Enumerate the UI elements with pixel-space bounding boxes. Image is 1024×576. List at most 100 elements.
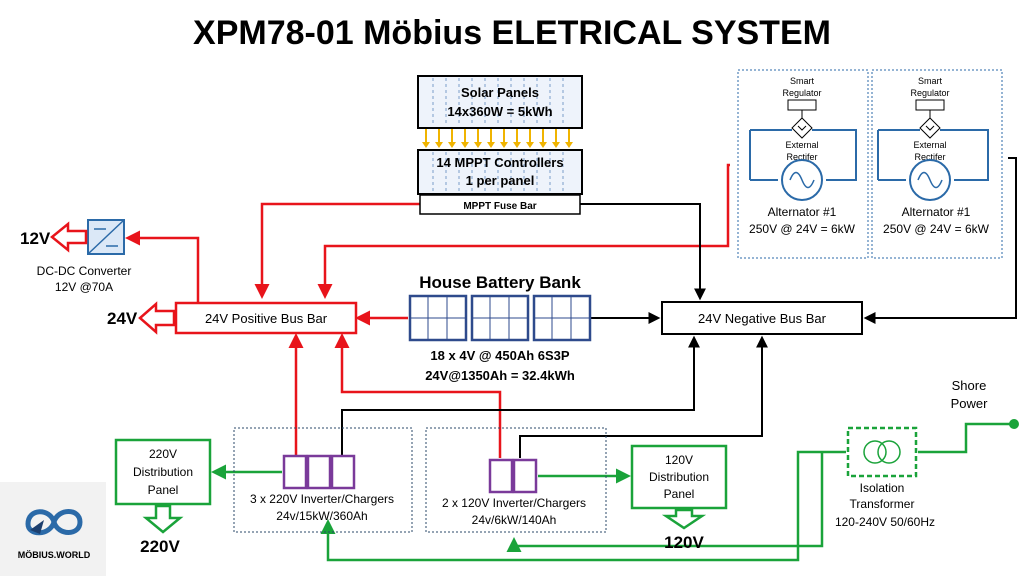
distribution-panel-120v-box <box>630 444 728 510</box>
alternator-to-negative-wire <box>863 157 1017 324</box>
shore-to-transformer-wire <box>918 422 1014 454</box>
inverter-220v-1 <box>282 454 308 490</box>
mppt-controllers-box <box>417 149 583 195</box>
page-title: XPM78-01 Möbius ELETRICAL SYSTEM <box>193 14 831 52</box>
alternator-1: Smart Regulator External Rectifer Altern… <box>737 69 869 259</box>
mppt-controllers: 14 MPPT Controllers 1 per panel MPPT Fus… <box>417 149 583 215</box>
alternator-2-rectifier-icon <box>919 117 941 139</box>
inverter-120v-1 <box>488 458 514 494</box>
positive-bus-bar: 24V 24V Positive Bus Bar <box>107 301 358 335</box>
panel-220v-output-arrow <box>142 504 184 534</box>
shore-power: Shore Power <box>951 378 989 411</box>
battery-bank-title: House Battery Bank <box>419 273 581 292</box>
shore-power-connector <box>1009 419 1019 429</box>
inverters-220v-rating: 24v/15kW/360Ah <box>276 509 367 523</box>
distribution-panel-120v-label: Distribution <box>649 470 709 484</box>
battery-bank-config: 18 x 4V @ 450Ah 6S3P <box>430 348 569 363</box>
solar-arrows <box>422 129 573 148</box>
mobius-logo: MÖBIUS.WORLD <box>0 482 106 576</box>
alternator-1-rectifier-icon <box>791 117 813 139</box>
mppt-controllers-sublabel: 1 per panel <box>466 173 535 188</box>
alternator-to-positive-wire <box>317 163 730 299</box>
positive-bus-box <box>174 301 358 335</box>
panel-220v-output-label: 220V <box>140 537 180 556</box>
distribution-panel-220v: 220V Distribution Panel 220V <box>114 438 212 556</box>
negative-bus-bar: 24V Negative Bus Bar <box>661 301 863 335</box>
inverters-120v: 2 x 120V Inverter/Chargers 24v/6kW/140Ah <box>425 427 607 533</box>
positive-bus-output-label: 24V <box>107 309 138 328</box>
mobius-logo-icon <box>25 509 83 536</box>
alternator-2-regulator <box>915 99 945 111</box>
inverter-220v-2 <box>306 454 332 490</box>
alternator-2-rectifier-label-2: Rectifer <box>914 152 945 162</box>
ac-wires <box>211 422 1014 562</box>
distribution-panel-120v-voltage: 120V <box>665 453 693 467</box>
inverter-120v-2 <box>512 458 538 494</box>
alternator-1-rating: 250V @ 24V = 6kW <box>749 222 856 236</box>
alternator-1-regulator-label: Smart <box>790 76 815 86</box>
alternator-2-rating: 250V @ 24V = 6kW <box>883 222 990 236</box>
solar-panels-capacity: 14x360W = 5kWh <box>447 104 552 119</box>
alternator-2-frame <box>871 69 1003 259</box>
panel-120v-output-arrow <box>661 508 707 530</box>
mppt-to-negative-wire <box>580 203 706 301</box>
alternator-2-name: Alternator #1 <box>902 205 971 219</box>
isolation-transformer-box <box>846 426 918 478</box>
inverter120-to-negative-wire <box>519 335 768 458</box>
transformer-to-inverter120-wire <box>506 452 824 552</box>
dcdc-converter: 12V DC-DC Converter 12V @70A <box>20 219 132 294</box>
inverters-120v-rating: 24v/6kW/140Ah <box>472 513 557 527</box>
mppt-to-positive-wire <box>254 202 420 299</box>
negative-wires <box>341 157 1017 458</box>
mppt-fuse-bar-label: MPPT Fuse Bar <box>463 201 536 212</box>
distribution-panel-220v-box <box>114 438 212 506</box>
inverters-120v-label: 2 x 120V Inverter/Chargers <box>442 496 586 510</box>
alternator-2: Smart Regulator External Rectifer Altern… <box>871 69 1003 259</box>
alternator-1-regulator-label-2: Regulator <box>782 88 821 98</box>
inverter220-to-negative-wire <box>341 335 700 458</box>
solar-panels: Solar Panels 14x360W = 5kWh <box>417 75 583 129</box>
alternator-2-regulator-label: Smart <box>918 76 943 86</box>
negative-bus-box <box>661 301 863 335</box>
positive-wires <box>125 163 730 458</box>
dcdc-output-arrow <box>50 221 88 253</box>
solar-panels-label: Solar Panels <box>461 85 539 100</box>
battery-bank: House Battery Bank 18 x 4V @ 450Ah 6S3P … <box>408 273 592 383</box>
negative-bus-label: 24V Negative Bus Bar <box>698 311 827 326</box>
alternator-1-regulator <box>787 99 817 111</box>
inverters-220v-frame <box>233 427 413 533</box>
dcdc-output-label: 12V <box>20 229 51 248</box>
solar-panels-box <box>417 75 583 129</box>
distribution-panel-120v: 120V Distribution Panel 120V <box>630 444 728 552</box>
shore-power-label-2: Power <box>951 396 989 411</box>
shore-power-label: Shore <box>952 378 987 393</box>
isolation-transformer: Isolation Transformer 120-240V 50/60Hz <box>835 426 935 529</box>
dcdc-converter-label: DC-DC Converter <box>37 264 132 278</box>
battery-bank-capacity: 24V@1350Ah = 32.4kWh <box>425 368 575 383</box>
transformer-coil-icon-2 <box>877 440 901 464</box>
isolation-transformer-rating: 120-240V 50/60Hz <box>835 515 935 529</box>
inverter-220v-3 <box>330 454 356 490</box>
alternator-1-name: Alternator #1 <box>768 205 837 219</box>
inverters-220v: 3 x 220V Inverter/Chargers 24v/15kW/360A… <box>233 427 413 533</box>
mppt-fuse-bar <box>419 194 581 215</box>
logo-text: MÖBIUS.WORLD <box>18 550 91 560</box>
alternator-2-regulator-label-2: Regulator <box>910 88 949 98</box>
positive-to-dcdc-wire <box>125 230 200 302</box>
isolation-transformer-label: Isolation <box>860 481 905 495</box>
inverter120-to-positive-wire <box>334 333 502 458</box>
mppt-controllers-label: 14 MPPT Controllers <box>436 155 563 170</box>
dcdc-converter-rating: 12V @70A <box>55 280 113 294</box>
distribution-panel-220v-voltage: 220V <box>149 447 177 461</box>
distribution-panel-120v-label-2: Panel <box>664 487 695 501</box>
isolation-transformer-label-2: Transformer <box>850 497 915 511</box>
positive-bus-output-arrow <box>138 301 176 335</box>
inverters-120v-frame <box>425 427 607 533</box>
positive-bus-label: 24V Positive Bus Bar <box>205 311 328 326</box>
alternator-2-rectifier-label: External <box>913 140 946 150</box>
alternator-1-rectifier-label-2: Rectifer <box>786 152 817 162</box>
transformer-to-inverter220-wire <box>320 450 846 562</box>
inverters-220v-label: 3 x 220V Inverter/Chargers <box>250 492 394 506</box>
